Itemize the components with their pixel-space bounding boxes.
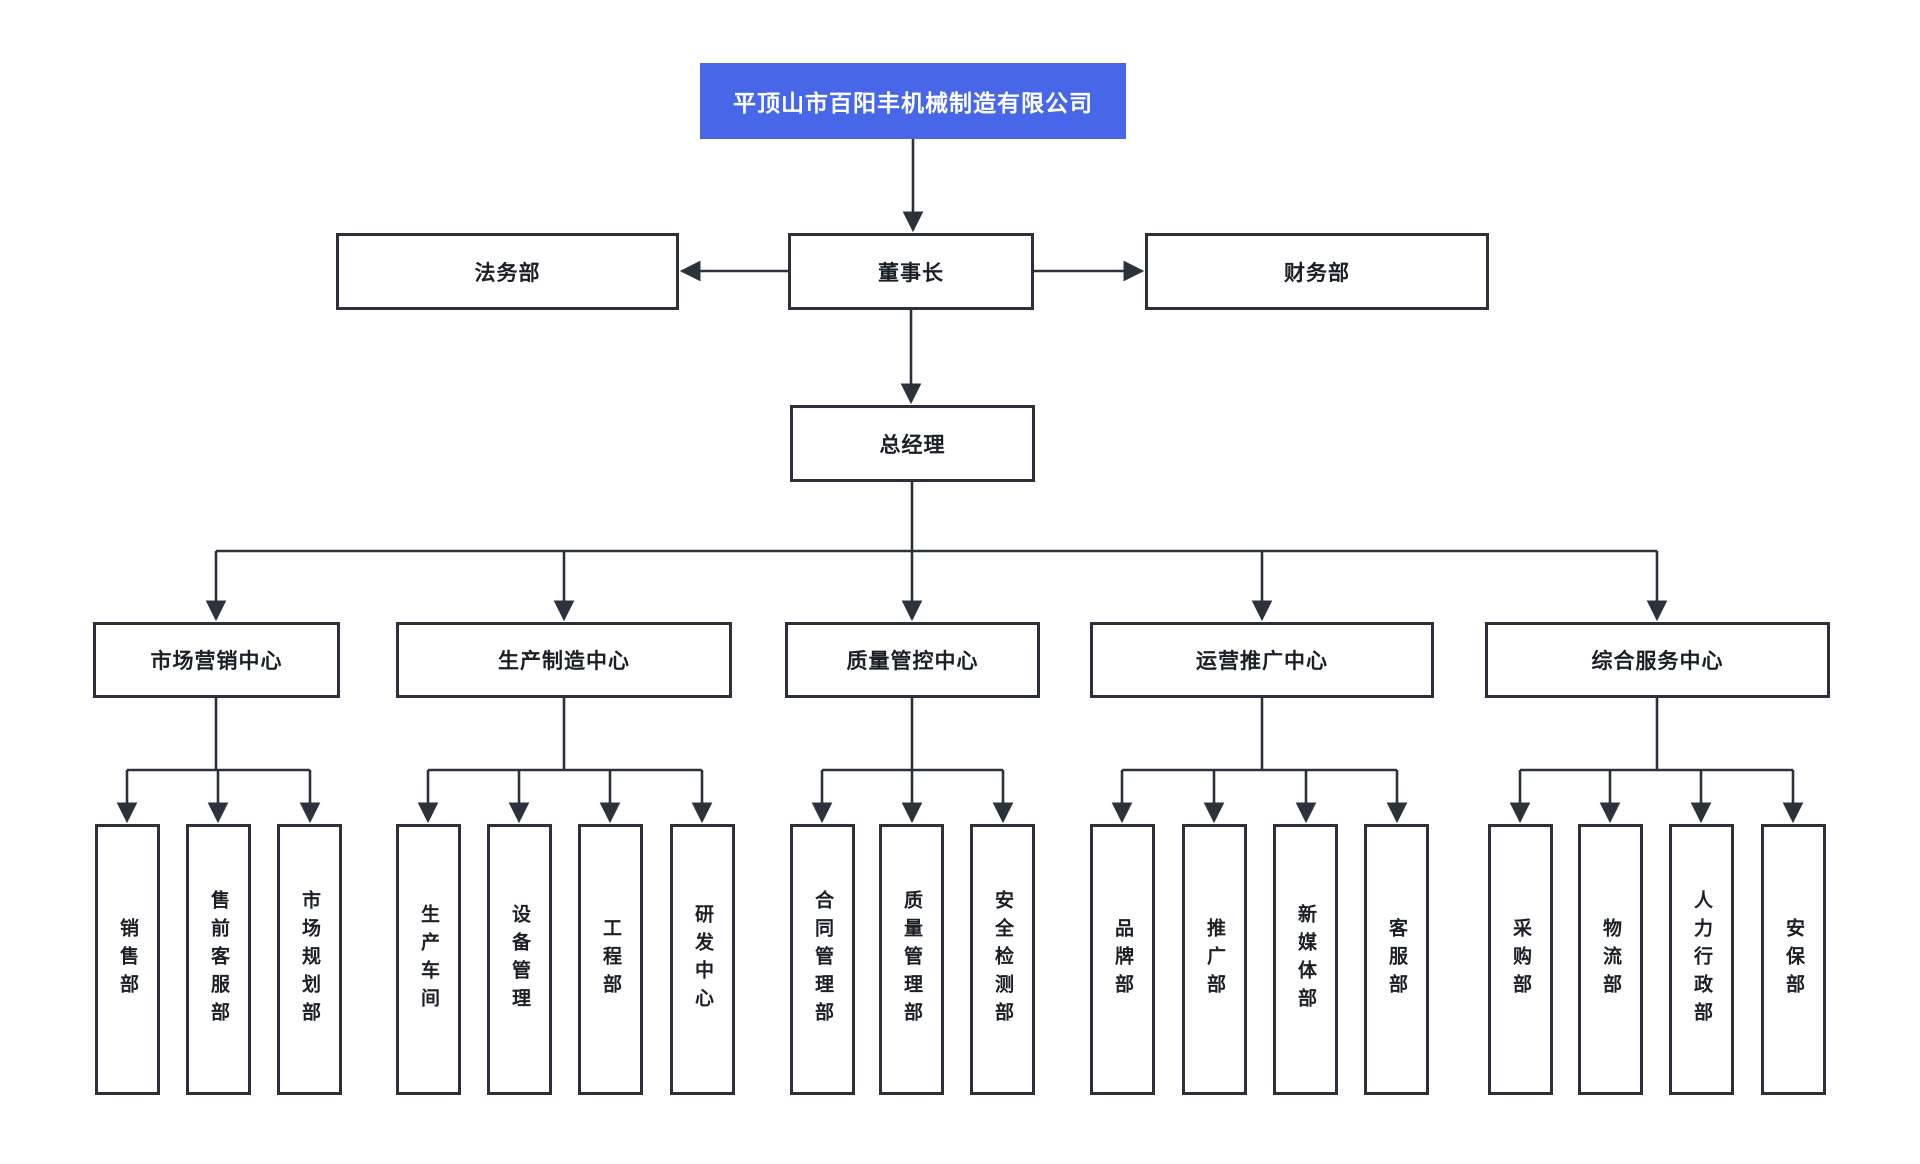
dept-label: 销售部: [117, 917, 138, 1002]
node-center-services: 综合服务中心: [1485, 622, 1830, 698]
node-dept-customer-service: 客服部: [1364, 824, 1429, 1095]
node-dept-contract-mgmt: 合同管理部: [790, 824, 855, 1095]
node-dept-logistics: 物流部: [1578, 824, 1643, 1095]
node-dept-procurement: 采购部: [1488, 824, 1553, 1095]
dept-label: 合同管理部: [812, 889, 833, 1030]
node-dept-safety-inspection: 安全检测部: [970, 824, 1035, 1095]
dept-label: 售前客服部: [208, 889, 229, 1030]
node-dept-brand: 品牌部: [1090, 824, 1155, 1095]
dept-label: 物流部: [1600, 917, 1621, 1002]
node-dept-presales-service: 售前客服部: [186, 824, 251, 1095]
node-dept-new-media: 新媒体部: [1273, 824, 1338, 1095]
node-finance-dept: 财务部: [1145, 233, 1489, 310]
node-center-marketing: 市场营销中心: [93, 622, 340, 698]
node-chairman: 董事长: [788, 233, 1034, 310]
node-general-manager: 总经理: [790, 405, 1035, 482]
dept-label: 采购部: [1510, 917, 1531, 1002]
dept-label: 生产车间: [418, 903, 439, 1016]
dept-label: 安全检测部: [992, 889, 1013, 1030]
node-center-quality: 质量管控中心: [785, 622, 1040, 698]
dept-label: 研发中心: [692, 903, 713, 1016]
dept-label: 品牌部: [1112, 917, 1133, 1002]
dept-label: 设备管理: [509, 903, 530, 1016]
dept-label: 新媒体部: [1295, 903, 1316, 1016]
node-center-operations: 运营推广中心: [1090, 622, 1434, 698]
node-dept-engineering: 工程部: [578, 824, 643, 1095]
dept-label: 人力行政部: [1691, 889, 1712, 1030]
dept-label: 工程部: [600, 917, 621, 1002]
node-dept-promotion: 推广部: [1182, 824, 1247, 1095]
node-dept-quality-mgmt: 质量管理部: [879, 824, 944, 1095]
node-dept-equipment-mgmt: 设备管理: [487, 824, 552, 1095]
node-legal-dept: 法务部: [336, 233, 679, 310]
node-dept-rnd-center: 研发中心: [670, 824, 735, 1095]
node-dept-sales: 销售部: [95, 824, 160, 1095]
node-dept-security: 安保部: [1761, 824, 1826, 1095]
node-company-root: 平顶山市百阳丰机械制造有限公司: [700, 63, 1126, 139]
dept-label: 安保部: [1783, 917, 1804, 1002]
dept-label: 客服部: [1386, 917, 1407, 1002]
node-dept-hr-admin: 人力行政部: [1669, 824, 1734, 1095]
dept-label: 市场规划部: [299, 889, 320, 1030]
dept-label: 推广部: [1204, 917, 1225, 1002]
node-dept-market-planning: 市场规划部: [277, 824, 342, 1095]
dept-label: 质量管理部: [901, 889, 922, 1030]
node-center-production: 生产制造中心: [396, 622, 732, 698]
node-dept-production-workshop: 生产车间: [396, 824, 461, 1095]
